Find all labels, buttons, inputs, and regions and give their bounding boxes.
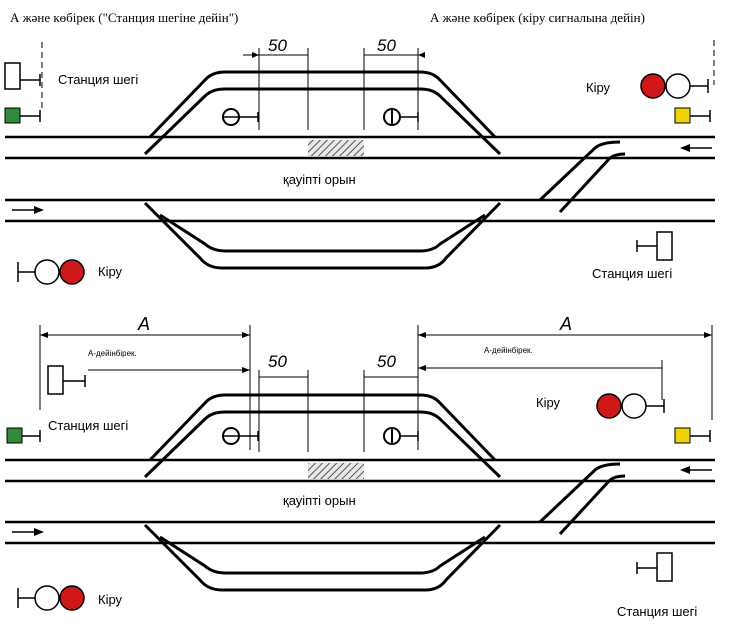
top-diagram bbox=[4, 40, 715, 285]
lower-siding-outer bbox=[143, 201, 502, 270]
top-title-right: А және көбірек (кіру сигналына дейін) bbox=[430, 10, 645, 25]
station-limit-sign-right-icon bbox=[636, 552, 673, 582]
arrow-left-icon bbox=[680, 466, 712, 474]
station-limit-sign-right-icon bbox=[636, 231, 673, 261]
top-station-limit-left-label: Станция шегі bbox=[58, 72, 139, 87]
lower-siding-inner bbox=[159, 213, 486, 253]
top-dim-50-left: 50 bbox=[268, 36, 287, 55]
bottom-A-left: А bbox=[138, 314, 151, 334]
entry-signal-left-icon bbox=[17, 259, 85, 285]
bottom-station-limit-right-label: Станция шегі bbox=[617, 604, 698, 619]
arrow-right-icon bbox=[12, 206, 44, 214]
entry-signal-right-icon bbox=[640, 73, 709, 99]
station-limit-sign-left-icon bbox=[4, 62, 41, 90]
shunt-signal-left-icon bbox=[222, 108, 259, 126]
bottom-danger-zone-label: қауіпті орын bbox=[283, 493, 356, 508]
danger-zone-hatch bbox=[308, 140, 364, 156]
entry-signal-left-icon bbox=[17, 585, 85, 611]
bottom-dim-50-left: 50 bbox=[268, 352, 287, 371]
bottom-dim-50-right: 50 bbox=[377, 352, 396, 371]
upper-siding-outer bbox=[148, 70, 497, 139]
top-station-limit-right-label: Станция шегі bbox=[592, 266, 673, 281]
green-signal-left-icon bbox=[6, 427, 41, 444]
arrow-right-icon bbox=[12, 528, 44, 536]
station-limit-sign-left-icon bbox=[47, 365, 86, 395]
entry-signal-right-icon bbox=[596, 393, 665, 419]
bottom-sub-right: А-дейінбірек. bbox=[484, 346, 533, 355]
bottom-entry-right-label: Кіру bbox=[536, 395, 561, 410]
crossover-right-2 bbox=[558, 152, 626, 214]
crossover-right-1 bbox=[538, 140, 621, 202]
shunt-signal-right-icon bbox=[383, 108, 419, 126]
upper-siding-inner bbox=[143, 87, 502, 156]
bottom-sub-left: А-дейінбірек. bbox=[88, 349, 137, 358]
shunt-signal-right-icon bbox=[383, 427, 419, 445]
top-dim-50-right: 50 bbox=[377, 36, 396, 55]
bottom-A-right: А bbox=[560, 314, 573, 334]
bottom-station-limit-left-label: Станция шегі bbox=[48, 418, 129, 433]
top-title-left: А және көбірек ("Станция шегіне дейін") bbox=[10, 10, 239, 25]
yellow-signal-right-icon bbox=[674, 107, 711, 124]
yellow-signal-right-icon bbox=[674, 427, 711, 444]
bottom-diagram bbox=[5, 325, 715, 611]
shunt-signal-left-icon bbox=[222, 427, 259, 445]
top-danger-zone-label: қауіпті орын bbox=[283, 172, 356, 187]
danger-zone-hatch bbox=[308, 463, 364, 479]
green-signal-left-icon bbox=[4, 107, 41, 124]
arrow-left-icon bbox=[680, 144, 712, 152]
top-entry-left-label: Кіру bbox=[98, 264, 123, 279]
top-entry-right-label: Кіру bbox=[586, 80, 611, 95]
bottom-entry-left-label: Кіру bbox=[98, 592, 123, 607]
